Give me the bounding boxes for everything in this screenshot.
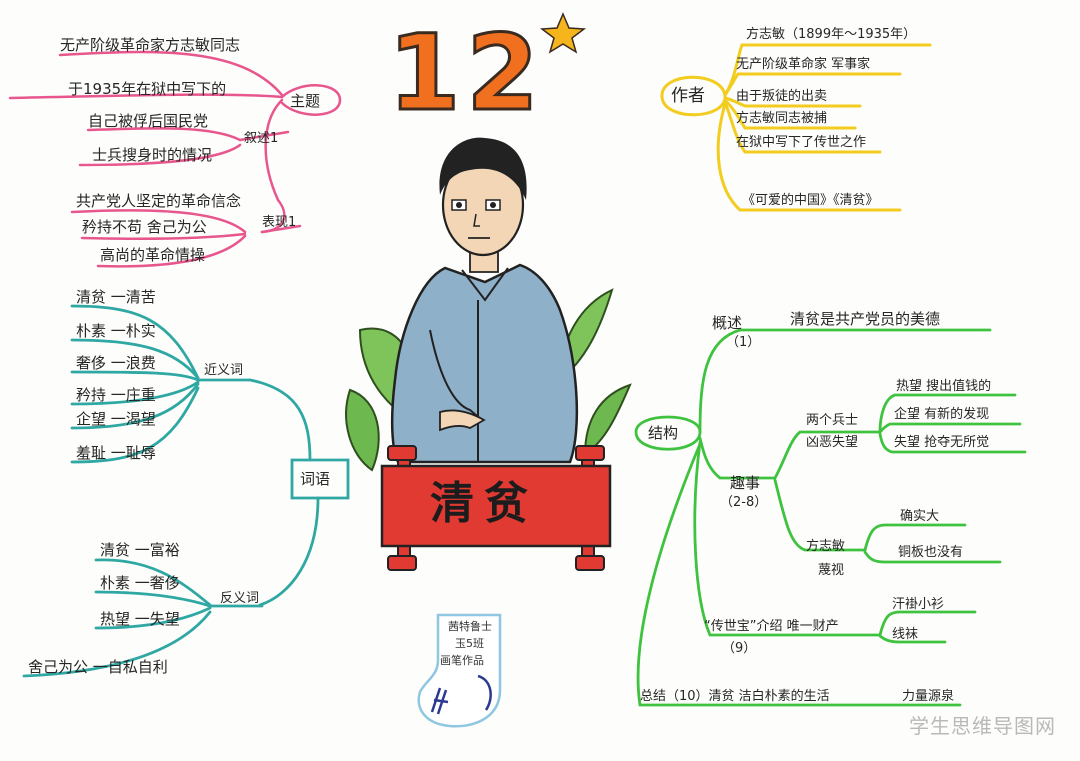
teal-far-leaf: 清贫 一富裕 <box>100 541 180 559</box>
teal-near-leaf: 企望 一渴望 <box>76 410 156 428</box>
green-overview-text: 清贫是共产党员的美德 <box>790 310 941 328</box>
green-story-num: （2-8） <box>720 495 768 510</box>
teal-branch-lines <box>22 304 350 678</box>
pink-main-label: 主题 <box>290 92 321 110</box>
teal-near-leaf: 朴素 一朴实 <box>76 322 156 340</box>
yellow-leaf: 无产阶级革命家 军事家 <box>736 57 871 72</box>
pink-leaf: 于1935年在狱中写下的 <box>68 80 227 98</box>
pink-leaf: 共产党人坚定的革命信念 <box>76 192 242 210</box>
teal-near-leaf: 奢侈 一浪费 <box>76 354 156 372</box>
green-branch-lines <box>634 328 1027 707</box>
green-fang-a: 方志敏 <box>806 539 846 554</box>
green-soldiers-leaf: 企望 有新的发现 <box>894 407 990 422</box>
green-summary-tail: 力量源泉 <box>902 689 955 704</box>
green-soldiers-leaf: 热望 搜出值钱的 <box>896 379 992 394</box>
teal-far-label: 反义词 <box>220 591 260 606</box>
green-soldiers-leaf: 失望 抢夺无所觉 <box>894 435 990 450</box>
teal-near-leaf: 羞耻 一耻辱 <box>76 444 156 462</box>
yellow-branch-lines <box>660 43 932 212</box>
yellow-leaf: 由于叛徒的出卖 <box>736 89 828 104</box>
pink-sub2-label: 表现1 <box>262 215 297 230</box>
teal-near-label: 近义词 <box>204 363 244 378</box>
watermark: 学生思维导图网 <box>909 714 1056 738</box>
title-banner <box>380 445 612 571</box>
green-overview: 概述 <box>712 314 743 332</box>
yellow-main-label: 作者 <box>671 86 705 106</box>
pink-leaf: 自己被俘后国民党 <box>88 112 209 130</box>
green-heirloom-num: （9） <box>722 641 757 656</box>
yellow-leaf: 方志敏（1899年～1935年） <box>746 27 917 42</box>
sock-caption-3: 画笔作品 <box>440 654 484 667</box>
teal-near-leaf: 矜持 一庄重 <box>76 386 156 404</box>
green-heirloom-leaf: 线袜 <box>892 627 919 642</box>
teal-near-leaf: 清贫 一清苦 <box>76 288 156 306</box>
sock-caption-2: 玉5班 <box>455 637 484 650</box>
teal-far-leaf: 热望 一失望 <box>100 610 180 628</box>
green-summary: 总结（10）清贫 洁白朴素的生活 <box>640 689 830 704</box>
pink-leaf: 高尚的革命情操 <box>100 246 206 264</box>
teal-main-label: 词语 <box>300 470 331 488</box>
lesson-title: 清贫 <box>430 478 538 529</box>
green-heirloom-leaf: 汗褂小衫 <box>892 597 945 612</box>
green-fang-leaf: 确实大 <box>900 509 940 524</box>
teal-far-leaf: 朴素 一奢侈 <box>100 574 180 592</box>
green-story: 趣事 <box>730 474 761 492</box>
green-main-label: 结构 <box>648 424 679 442</box>
green-soldiers-a: 两个兵士 <box>806 413 859 428</box>
pink-sub1-label: 叙述1 <box>244 131 279 146</box>
green-heirloom: “传世宝”介绍 唯一财产 <box>704 619 839 634</box>
yellow-leaf: 《可爱的中国》《清贫》 <box>742 193 879 208</box>
pink-leaf: 无产阶级革命家方志敏同志 <box>60 36 241 54</box>
sock-caption-1: 茜特鲁士 <box>448 620 492 633</box>
portrait-illustration <box>345 137 632 472</box>
teal-far-leaf: 舍己为公 一自私自利 <box>28 658 168 676</box>
pink-branch-lines <box>8 50 342 268</box>
green-soldiers-b: 凶恶失望 <box>806 435 859 450</box>
green-fang-leaf: 铜板也没有 <box>898 545 964 560</box>
lesson-number: 12 <box>387 12 545 134</box>
green-overview-num: （1） <box>726 335 761 350</box>
pink-leaf: 士兵搜身时的情况 <box>92 146 213 164</box>
green-fang-b: 蔑视 <box>818 563 845 578</box>
star-icon <box>539 12 587 54</box>
pink-leaf: 矜持不苟 舍己为公 <box>82 218 207 236</box>
yellow-leaf: 方志敏同志被捕 <box>736 111 828 126</box>
sock-drawing <box>417 613 502 728</box>
yellow-leaf: 在狱中写下了传世之作 <box>736 135 867 150</box>
